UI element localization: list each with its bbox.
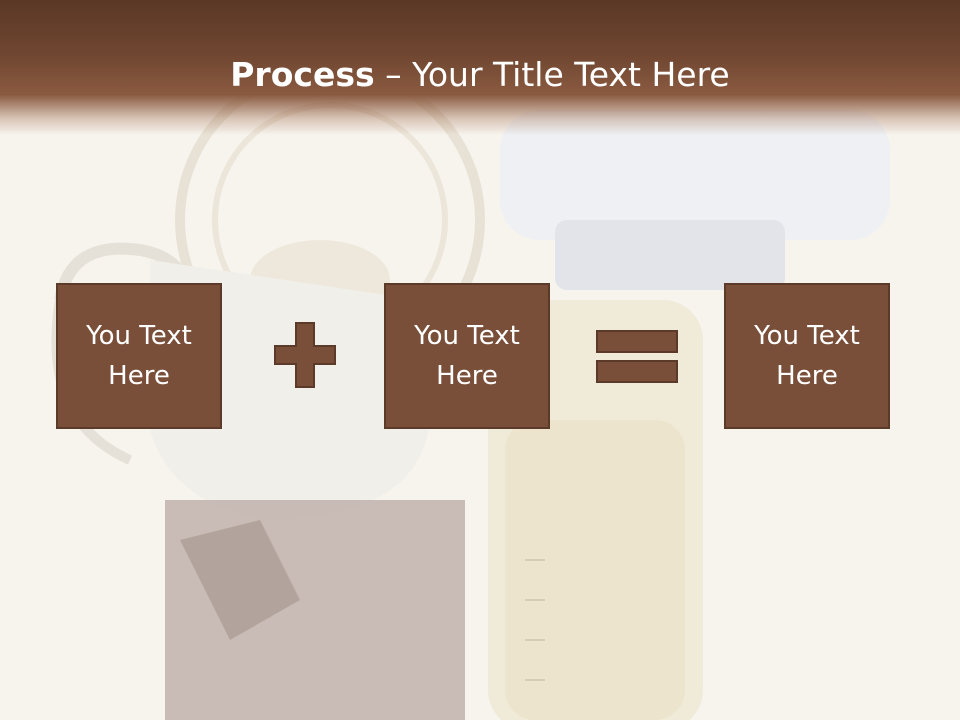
header-band: [0, 0, 960, 135]
text-box-3-label: You Text Here: [754, 321, 860, 391]
slide-title: Process – Your Title Text Here: [0, 52, 960, 98]
text-box-1[interactable]: You Text Here: [56, 283, 222, 429]
plus-icon: [274, 322, 336, 388]
text-box-1-label: You Text Here: [86, 321, 192, 391]
equals-icon: [596, 330, 678, 383]
text-box-2[interactable]: You Text Here: [384, 283, 550, 429]
title-bold: Process: [230, 55, 375, 94]
text-box-2-label: You Text Here: [414, 321, 520, 391]
text-box-3[interactable]: You Text Here: [724, 283, 890, 429]
title-rest: – Your Title Text Here: [374, 55, 730, 94]
